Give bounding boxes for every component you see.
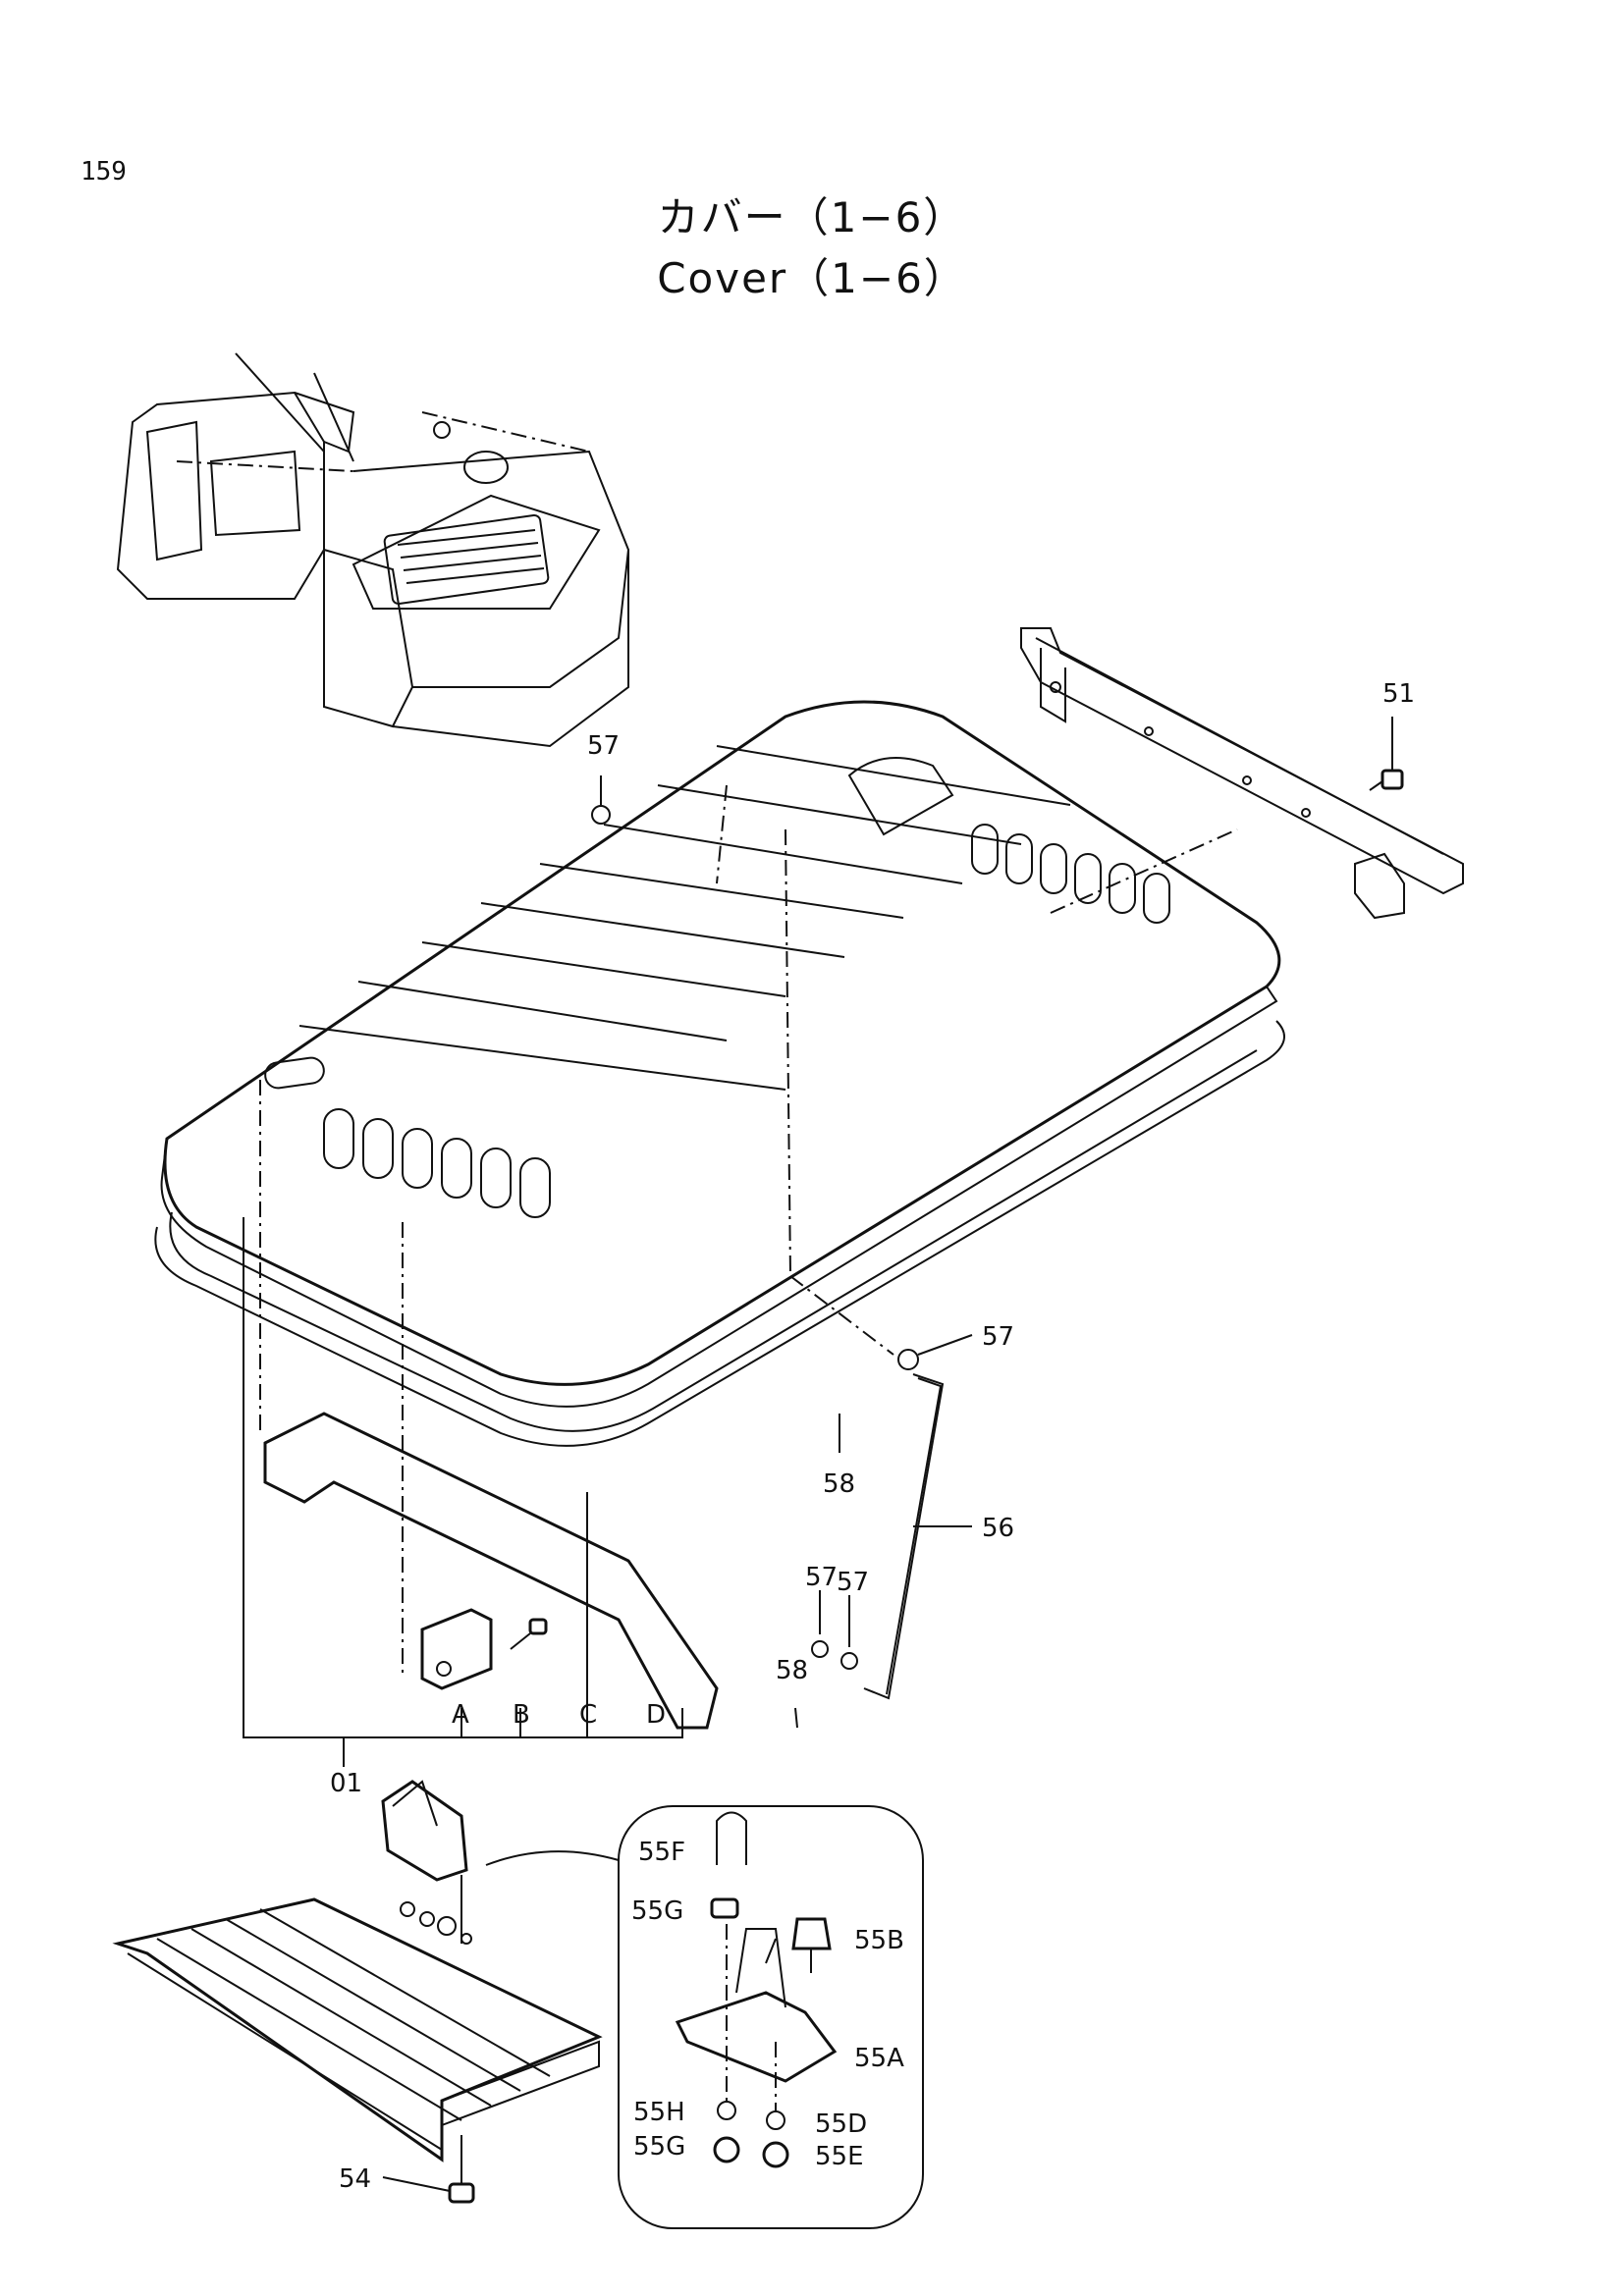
- bolt-51-icon: [1369, 717, 1404, 791]
- detail-bubble: [618, 1805, 924, 2229]
- bolt-54-icon: [448, 2135, 475, 2204]
- access-opening: [847, 757, 954, 836]
- label-57-top: 57: [587, 731, 620, 761]
- page-number: 159: [81, 157, 127, 187]
- excavator-overview-illustration: [116, 352, 630, 748]
- reference-leader-lines: [259, 784, 1238, 1679]
- title-japanese: カバー（1−6）: [657, 193, 967, 241]
- label-57-lower-b: 57: [837, 1568, 869, 1597]
- label-54: 54: [339, 2164, 371, 2194]
- washer-57-lower-a: [811, 1640, 829, 1658]
- title-english: Cover（1−6）: [657, 254, 967, 302]
- label-51: 51: [1382, 679, 1415, 709]
- foam-gasket: [263, 1412, 719, 1730]
- label-56: 56: [982, 1514, 1014, 1543]
- label-57-lower-a: 57: [805, 1563, 838, 1592]
- label-55D: 55D: [815, 2109, 867, 2139]
- mounting-bracket-rail: [1020, 627, 1464, 920]
- label-57-right: 57: [982, 1322, 1014, 1352]
- label-01: 01: [330, 1769, 362, 1798]
- front-vent-slots: [264, 1056, 551, 1218]
- label-58-upper: 58: [823, 1469, 855, 1499]
- detail-connector-arrow: [485, 1850, 620, 1866]
- clip-assembly: [381, 1780, 468, 1944]
- label-55H: 55H: [633, 2098, 685, 2127]
- washer-57-top: [591, 805, 611, 825]
- washer-57-lower-b: [840, 1652, 858, 1670]
- label-58-lower: 58: [776, 1656, 808, 1685]
- stay-rod-56: [863, 1373, 945, 1700]
- label-55B: 55B: [854, 1926, 904, 1955]
- label-C: C: [579, 1700, 597, 1730]
- label-B: B: [513, 1700, 530, 1730]
- label-55E: 55E: [815, 2142, 864, 2171]
- rear-vent-slots: [971, 824, 1170, 924]
- assembly-01-bracket: [243, 1217, 683, 1767]
- label-55F: 55F: [638, 1838, 685, 1867]
- latch-bracket-A: [420, 1608, 493, 1690]
- seal-frame: [154, 1020, 1285, 1447]
- bolt-B-icon: [510, 1618, 548, 1650]
- louver-grille: [112, 1897, 603, 2163]
- label-A: A: [452, 1700, 469, 1730]
- label-55G-top: 55G: [631, 1896, 683, 1926]
- label-55G-bottom: 55G: [633, 2132, 685, 2162]
- washer-57-right: [897, 1349, 919, 1370]
- label-D: D: [646, 1700, 666, 1730]
- engine-cover-main: [160, 700, 1281, 1408]
- label-leaders: [382, 775, 973, 2192]
- label-55A: 55A: [854, 2044, 904, 2073]
